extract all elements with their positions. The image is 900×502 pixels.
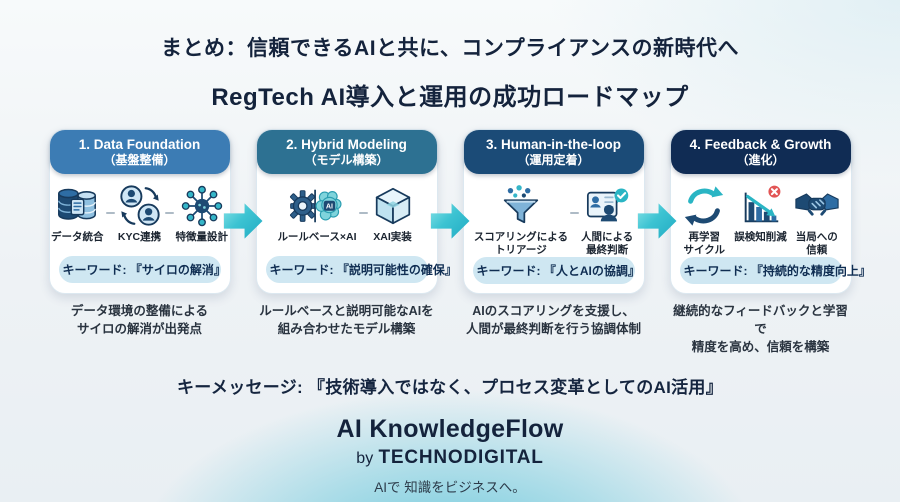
connector-dash bbox=[570, 212, 579, 214]
retrain-cycle-icon bbox=[681, 182, 727, 230]
flow-arrow-1 bbox=[223, 129, 263, 356]
false-positive-item: 誤検知削減 bbox=[734, 182, 787, 244]
stage-2-title-ja: （モデル構築） bbox=[304, 153, 389, 168]
stage-3-title-ja: （運用定着） bbox=[517, 153, 590, 168]
funnel-icon bbox=[498, 182, 544, 230]
stage-3-card: 3. Human-in-the-loop （運用定着） bbox=[462, 129, 645, 294]
kyc-icon bbox=[117, 182, 163, 230]
stage-3-header: 3. Human-in-the-loop （運用定着） bbox=[463, 130, 644, 174]
stage-4-header: 4. Feedback & Growth （進化） bbox=[670, 130, 851, 174]
stage-2-caption: ルールベースと説明可能なAIを 組み合わせたモデル構築 bbox=[259, 304, 434, 337]
stage-3-title-en: 3. Human-in-the-loop bbox=[486, 136, 621, 152]
handshake-icon bbox=[794, 182, 840, 230]
stage-4-card: 4. Feedback & Growth （進化） bbox=[669, 129, 871, 294]
company-name: TECHNODIGITAL bbox=[378, 447, 544, 469]
connector-dash bbox=[358, 212, 368, 214]
stage-3: 3. Human-in-the-loop （運用定着） bbox=[462, 129, 645, 338]
stage-4-caption: 継続的なフィードバックと学習で 精度を高め、信頼を構築 bbox=[673, 304, 848, 355]
stage-1-caption: データ環境の整備による サイロの解消が出発点 bbox=[70, 304, 209, 337]
slide-title: まとめ：信頼できるAIと共に、コンプライアンスの新時代へ bbox=[160, 37, 740, 60]
stage-3-caption: AIのスコアリングを支援し、 人間が最終判断を行う協調体制 bbox=[465, 304, 641, 337]
by-prefix: by bbox=[356, 450, 374, 468]
cube-icon bbox=[370, 182, 416, 230]
brand-footer: AI KnowledgeFlow by TECHNODIGITAL AIで 知識… bbox=[0, 415, 900, 496]
stage-1-header: 1. Data Foundation （基盤整備） bbox=[49, 130, 230, 174]
stage-4: 4. Feedback & Growth （進化） bbox=[669, 129, 871, 356]
stage-4-keyword: キーワード: 『持続的な精度向上』 bbox=[679, 257, 871, 285]
connector-dash bbox=[105, 212, 115, 214]
key-message: キーメッセージ: 『技術導入ではなく、プロセス変革としてのAI活用』 bbox=[176, 378, 724, 398]
human-review-icon bbox=[584, 182, 630, 230]
stage-4-title-ja: （進化） bbox=[736, 153, 785, 168]
connector-dash bbox=[164, 212, 174, 214]
trust-item: 当局への 信頼 bbox=[794, 182, 840, 257]
kyc-item: KYC連携 bbox=[117, 182, 163, 244]
stage-4-icons: 再学習 サイクル bbox=[671, 182, 851, 257]
ai-chip-label: AI bbox=[326, 202, 333, 210]
stage-2: 2. Hybrid Modeling （モデル構築） bbox=[255, 129, 457, 338]
stage-2-card: 2. Hybrid Modeling （モデル構築） bbox=[255, 129, 457, 294]
roadmap-row: 1. Data Foundation （基盤整備） bbox=[0, 129, 900, 356]
brand-logo: AI KnowledgeFlow bbox=[336, 415, 564, 444]
flow-arrow-3 bbox=[637, 129, 677, 356]
icon-label: スコアリングによる トリアージ bbox=[473, 231, 568, 257]
slide-subtitle: RegTech AI導入と運用の成功ロードマップ bbox=[211, 84, 689, 111]
icon-label: 当局への 信頼 bbox=[795, 231, 838, 257]
icon-label: ルールベース×AI bbox=[277, 231, 357, 243]
stage-1-keyword: キーワード: 『サイロの解消』 bbox=[58, 256, 226, 283]
stage-2-header: 2. Hybrid Modeling （モデル構築） bbox=[256, 130, 437, 174]
feature-design-item: 特徴量設計 bbox=[175, 182, 229, 244]
xai-item: XAI実装 bbox=[370, 182, 416, 244]
icon-label: KYC連携 bbox=[117, 231, 162, 243]
icon-label: 特徴量設計 bbox=[175, 231, 229, 243]
title-block: まとめ：信頼できるAIと共に、コンプライアンスの新時代へ RegTech AI導… bbox=[0, 0, 900, 112]
false-positive-chart-icon bbox=[738, 182, 784, 230]
database-icon bbox=[54, 182, 100, 230]
triage-item: スコアリングによる トリアージ bbox=[474, 182, 568, 257]
stage-2-keyword: キーワード: 『説明可能性の確保』 bbox=[265, 256, 457, 283]
data-integration-item: データ統合 bbox=[51, 182, 104, 244]
stage-3-keyword: キーワード: 『人とAIの協調』 bbox=[472, 257, 640, 285]
brand-tagline: AIで 知識をビジネスへ。 bbox=[374, 480, 526, 496]
stage-4-title-en: 4. Feedback & Growth bbox=[689, 136, 832, 152]
stage-1-card: 1. Data Foundation （基盤整備） bbox=[48, 129, 231, 294]
icon-label: 人間による 最終判断 bbox=[581, 231, 634, 257]
icon-label: XAI実装 bbox=[373, 231, 412, 243]
network-icon bbox=[179, 182, 225, 230]
retrain-item: 再学習 サイクル bbox=[681, 182, 727, 257]
icon-label: 再学習 サイクル bbox=[683, 231, 725, 257]
icon-label: データ統合 bbox=[51, 231, 104, 243]
stage-1-title-en: 1. Data Foundation bbox=[78, 136, 201, 152]
stage-1-icons: データ統合 bbox=[50, 182, 230, 256]
icon-label: 誤検知削減 bbox=[734, 231, 787, 243]
rule-ai-item: AI ルールベース×AI bbox=[277, 182, 357, 244]
stage-1: 1. Data Foundation （基盤整備） bbox=[48, 129, 231, 338]
brand-byline: by TECHNODIGITAL bbox=[0, 447, 900, 469]
stage-1-title-ja: （基盤整備） bbox=[103, 153, 176, 168]
stage-3-icons: スコアリングによる トリアージ bbox=[464, 182, 644, 257]
stage-2-title-en: 2. Hybrid Modeling bbox=[286, 136, 407, 152]
stage-2-icons: AI ルールベース×AI bbox=[257, 182, 437, 256]
gear-brain-icon: AI bbox=[288, 182, 346, 230]
human-review-item: 人間による 最終判断 bbox=[581, 182, 633, 257]
flow-arrow-2 bbox=[430, 129, 470, 356]
